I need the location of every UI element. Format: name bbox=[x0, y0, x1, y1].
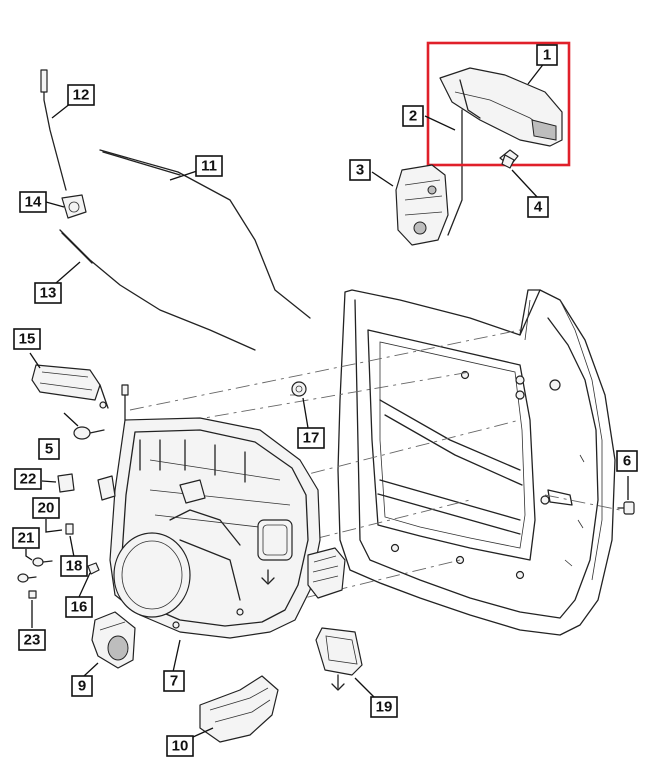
callout-label: 12 bbox=[73, 87, 90, 104]
callout-label: 11 bbox=[201, 158, 217, 175]
callout-15: 15 bbox=[13, 328, 41, 350]
callout-label: 3 bbox=[356, 162, 364, 179]
callout-label: 17 bbox=[303, 430, 320, 447]
callout-3: 3 bbox=[349, 159, 371, 181]
callout-4: 4 bbox=[527, 196, 549, 218]
cables-and-rods bbox=[40, 69, 311, 351]
callout-13: 13 bbox=[34, 282, 62, 304]
callout-18: 18 bbox=[60, 555, 88, 577]
callout-label: 2 bbox=[409, 108, 417, 125]
callout-label: 16 bbox=[71, 599, 88, 616]
callout-11: 11 bbox=[195, 155, 223, 177]
callout-label: 7 bbox=[170, 673, 178, 690]
callout-label: 9 bbox=[78, 678, 86, 695]
callout-label: 13 bbox=[40, 285, 57, 302]
callout-label: 10 bbox=[172, 738, 189, 755]
callout-12: 12 bbox=[67, 84, 95, 106]
callout-label: 14 bbox=[25, 194, 42, 211]
callout-label: 1 bbox=[543, 47, 551, 64]
callout-2: 2 bbox=[402, 105, 424, 127]
door-shell bbox=[337, 289, 616, 636]
door-trim-panel bbox=[97, 384, 346, 639]
callout-label: 19 bbox=[376, 699, 393, 716]
callout-20: 20 bbox=[32, 497, 60, 519]
callout-10: 10 bbox=[166, 735, 194, 757]
callout-16: 16 bbox=[65, 596, 93, 618]
callout-23: 23 bbox=[18, 629, 46, 651]
highlight-frame bbox=[426, 41, 571, 167]
callout-9: 9 bbox=[71, 675, 93, 697]
callout-6: 6 bbox=[616, 450, 638, 472]
callout-21: 21 bbox=[12, 527, 40, 549]
fasteners bbox=[17, 154, 635, 599]
callout-label: 21 bbox=[18, 530, 35, 547]
callout-label: 6 bbox=[623, 453, 631, 470]
callout-5: 5 bbox=[38, 438, 60, 460]
callout-label: 5 bbox=[45, 441, 53, 458]
callout-7: 7 bbox=[163, 670, 185, 692]
callout-17: 17 bbox=[297, 427, 325, 449]
leader-lines bbox=[25, 61, 629, 738]
callout-22: 22 bbox=[14, 468, 42, 490]
lower-bracket bbox=[199, 675, 279, 743]
callout-14: 14 bbox=[19, 191, 47, 213]
window-motor bbox=[91, 611, 136, 669]
callout-label: 15 bbox=[19, 331, 36, 348]
callout-label: 18 bbox=[66, 558, 83, 575]
door-latch bbox=[395, 164, 449, 246]
callout-19: 19 bbox=[370, 696, 398, 718]
callout-label: 4 bbox=[534, 199, 543, 216]
callout-label: 20 bbox=[38, 500, 55, 517]
exterior-handle-assembly bbox=[439, 67, 563, 236]
speaker-grille bbox=[315, 627, 363, 691]
callout-label: 23 bbox=[24, 632, 41, 649]
callout-label: 22 bbox=[20, 471, 37, 488]
armrest-bracket bbox=[31, 364, 109, 409]
callout-1: 1 bbox=[536, 44, 558, 66]
